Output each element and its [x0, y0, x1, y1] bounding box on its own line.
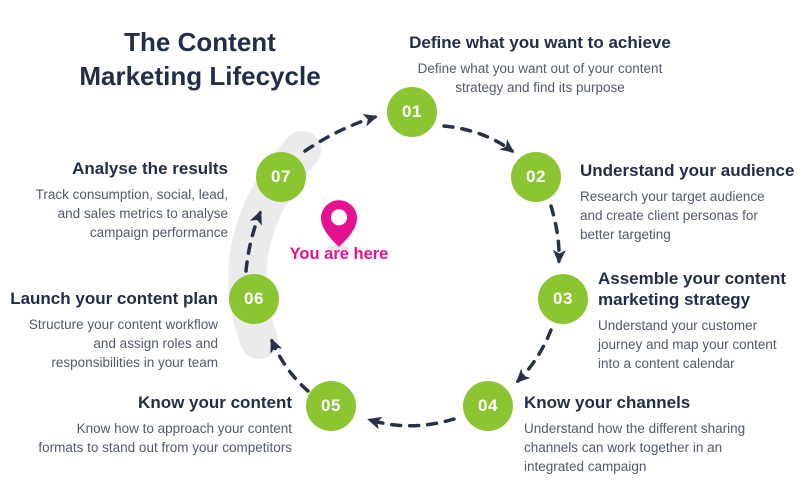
map-pin-icon: [320, 200, 358, 247]
arrow-step3-to-step4: [515, 328, 553, 384]
step-1-circle: 01: [387, 87, 437, 137]
arrow-step1-to-step2: [442, 124, 515, 153]
you-are-here-label: You are here: [289, 245, 389, 263]
step-5-circle: 05: [306, 381, 356, 431]
step-4-title: Know your channels: [524, 393, 691, 412]
step-7-title: Analyse the results: [72, 159, 228, 178]
step-7-description: Track consumption, social, lead, and sal…: [35, 187, 228, 240]
step-3-text: Assemble your content marketing strategy…: [598, 268, 800, 374]
step-5-number: 05: [321, 396, 341, 415]
step-6-title: Launch your content plan: [10, 289, 218, 308]
step-5-text: Know your content Know how to approach y…: [0, 392, 292, 458]
step-7-text: Analyse the results Track consumption, s…: [0, 158, 228, 243]
step-5-title: Know your content: [138, 393, 292, 412]
step-2-number: 02: [526, 167, 546, 186]
step-2-text: Understand your audience Research your t…: [580, 160, 800, 245]
step-7-number: 07: [271, 167, 291, 186]
step-6-number: 06: [244, 289, 264, 308]
step-4-text: Know your channels Understand how the di…: [524, 392, 794, 477]
step-2-description: Research your target audience and create…: [580, 189, 765, 242]
step-2-circle: 02: [511, 152, 561, 202]
step-6-circle: 06: [229, 274, 279, 324]
step-6-description: Structure your content workflow and assi…: [28, 317, 218, 370]
step-1-number: 01: [402, 102, 422, 121]
step-3-circle: 03: [538, 274, 588, 324]
step-3-title: Assemble your content marketing strategy: [598, 269, 786, 310]
arrow-step6-to-step7: [244, 210, 262, 273]
step-1-description: Define what you want out of your content…: [417, 61, 663, 95]
step-5-description: Know how to approach your content format…: [38, 421, 292, 455]
arrow-step4-to-step5: [367, 416, 456, 430]
step-2-title: Understand your audience: [580, 161, 795, 180]
step-7-circle: 07: [256, 152, 306, 202]
step-1-title: Define what you want to achieve: [409, 33, 671, 52]
step-4-circle: 04: [463, 381, 513, 431]
arrow-step5-to-step6: [270, 338, 310, 393]
step-4-number: 04: [478, 396, 498, 415]
arrow-step2-to-step3: [549, 204, 566, 264]
arrow-step7-to-step1: [303, 114, 378, 153]
step-1-text: Define what you want to achieve Define w…: [390, 32, 690, 98]
page-title: The Content Marketing Lifecycle: [79, 27, 321, 91]
step-4-description: Understand how the different sharing cha…: [524, 421, 746, 474]
step-3-description: Understand your customer journey and map…: [598, 318, 777, 371]
pin-shadow: [327, 245, 349, 251]
step-6-text: Launch your content plan Structure your …: [0, 288, 218, 373]
step-3-number: 03: [553, 289, 573, 308]
